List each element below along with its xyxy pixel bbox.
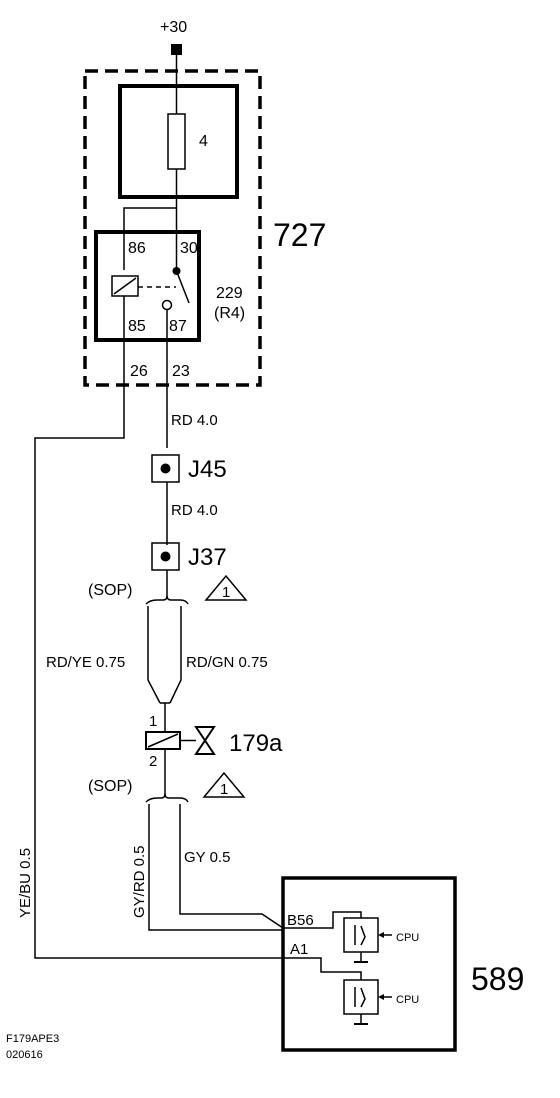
ecu-driver-bottom-arrow <box>378 994 384 1000</box>
relay-pin-86: 86 <box>128 240 146 257</box>
gy-rd-wire <box>148 804 283 931</box>
ecu-internal-a1 <box>283 957 362 980</box>
ecu-driver-top-arrow <box>378 932 384 938</box>
rd-gn-wire <box>169 606 182 704</box>
fuse-symbol <box>167 113 186 170</box>
valve-pin-1: 1 <box>149 713 157 730</box>
connector-pin-23: 23 <box>172 363 190 380</box>
relay-pin-85: 85 <box>128 318 146 335</box>
ecu-pin-a1: A1 <box>290 941 308 958</box>
supply-label: +30 <box>160 19 187 36</box>
ecu-cpu-bottom: CPU <box>396 994 419 1006</box>
coil-feed-wire <box>123 207 177 270</box>
warning-upper-number: 1 <box>222 584 230 601</box>
fuse-number: 4 <box>199 133 208 150</box>
relay-code: (R4) <box>214 305 245 322</box>
relay-pin-30: 30 <box>180 240 198 257</box>
valve-symbol <box>194 726 216 755</box>
junction-j45-label: J45 <box>188 456 227 483</box>
ecu-driver-top <box>343 917 379 953</box>
footer-date: 020616 <box>6 1049 43 1061</box>
ecu-driver-top-channel <box>360 925 366 946</box>
footer-code: F179APE3 <box>6 1033 59 1045</box>
ecu-box <box>281 876 457 1052</box>
box-727-label: 727 <box>273 217 326 253</box>
relay-number: 229 <box>216 285 243 302</box>
sop-lower-label: (SOP) <box>88 778 132 795</box>
sop-upper-label: (SOP) <box>88 582 132 599</box>
gy-wire <box>179 804 284 929</box>
junction-j45-box <box>151 454 180 483</box>
ecu-label: 589 <box>471 961 524 997</box>
sop-lower-brace <box>145 793 189 803</box>
warning-lower-number: 1 <box>220 781 228 798</box>
warning-upper-triangle <box>204 574 248 601</box>
relay-box <box>94 230 201 342</box>
ecu-driver-bottom-channel <box>360 987 366 1008</box>
relay-coil <box>111 275 139 297</box>
valve-label: 179a <box>229 730 283 757</box>
gy-wire-label: GY 0.5 <box>184 849 230 866</box>
fuse-box <box>118 84 239 199</box>
relay-coil-slash <box>113 277 137 295</box>
relay-pin-87: 87 <box>169 318 187 335</box>
ecu-pin-b56: B56 <box>287 912 314 929</box>
ye-bu-wire <box>34 388 283 959</box>
ecu-cpu-top: CPU <box>396 932 419 944</box>
valve-coil-slash <box>147 733 179 748</box>
rd-wire-lower-label: RD 4.0 <box>171 502 218 519</box>
ecu-internal-b56 <box>283 911 362 929</box>
ye-bu-wire-label: YE/BU 0.5 <box>17 848 34 918</box>
junction-j37-dot <box>160 551 171 562</box>
supply-terminal <box>171 44 182 55</box>
relay-switch-blade <box>175 270 190 304</box>
relay-contact-87 <box>161 299 173 311</box>
box-727-outline <box>83 69 262 387</box>
junction-j37-label: J37 <box>188 544 227 571</box>
rd-wire-upper-label: RD 4.0 <box>171 412 218 429</box>
junction-j45-dot <box>160 463 171 474</box>
rd-ye-wire <box>147 606 161 704</box>
gy-rd-wire-label: GY/RD 0.5 <box>131 845 148 918</box>
sop-upper-brace <box>145 595 189 605</box>
junction-j37-box <box>151 542 180 571</box>
warning-lower-triangle <box>202 771 246 798</box>
ecu-driver-bottom <box>343 979 379 1015</box>
valve-pin-2: 2 <box>149 753 157 770</box>
rd-gn-wire-label: RD/GN 0.75 <box>186 654 268 671</box>
connector-pin-26: 26 <box>130 363 148 380</box>
rd-ye-wire-label: RD/YE 0.75 <box>46 654 125 671</box>
